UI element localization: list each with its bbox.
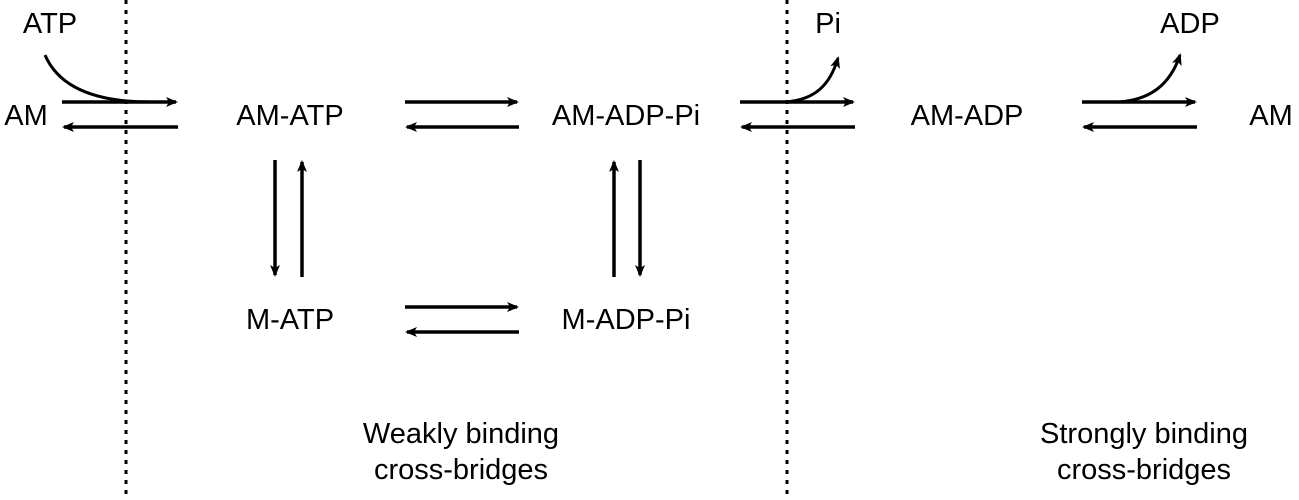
am-adp-pi-label: AM-ADP-Pi: [551, 100, 701, 132]
strong-binding-line1: Strongly binding: [1040, 418, 1248, 450]
weak-binding-line2: cross-bridges: [373, 454, 549, 486]
m-atp-label: M-ATP: [245, 304, 335, 336]
am-adp-label: AM-ADP: [910, 100, 1024, 132]
am-left-label: AM: [4, 100, 48, 132]
atp-label: ATP: [22, 8, 78, 40]
am-atp-label: AM-ATP: [236, 100, 344, 132]
equilibrium-am-to-am-atp: [43, 54, 178, 132]
equilibrium-am-adp-to-am: [1082, 53, 1197, 132]
adp-label: ADP: [1160, 8, 1220, 40]
pi-release-curve: [784, 56, 840, 104]
equilibrium-am-adp-pi-to-m-adp-pi: [609, 160, 645, 277]
strong-binding-line2: cross-bridges: [1056, 454, 1232, 486]
equilibrium-m-atp-to-m-adp-pi: [405, 302, 519, 337]
adp-release-curve: [1117, 53, 1182, 104]
m-adp-pi-label: M-ADP-Pi: [561, 304, 691, 336]
pi-label: Pi: [815, 8, 841, 40]
weak-binding-region-label: Weakly binding cross-bridges: [363, 416, 559, 488]
am-right-label: AM: [1249, 100, 1293, 132]
equilibrium-am-atp-to-am-adp-pi: [405, 97, 519, 132]
weak-binding-line1: Weakly binding: [362, 418, 560, 450]
equilibrium-am-adp-pi-to-am-adp: [740, 56, 855, 132]
atp-binding-curve: [43, 54, 151, 104]
equilibrium-am-atp-to-m-atp: [270, 160, 307, 277]
strong-binding-region-label: Strongly binding cross-bridges: [1040, 416, 1248, 488]
